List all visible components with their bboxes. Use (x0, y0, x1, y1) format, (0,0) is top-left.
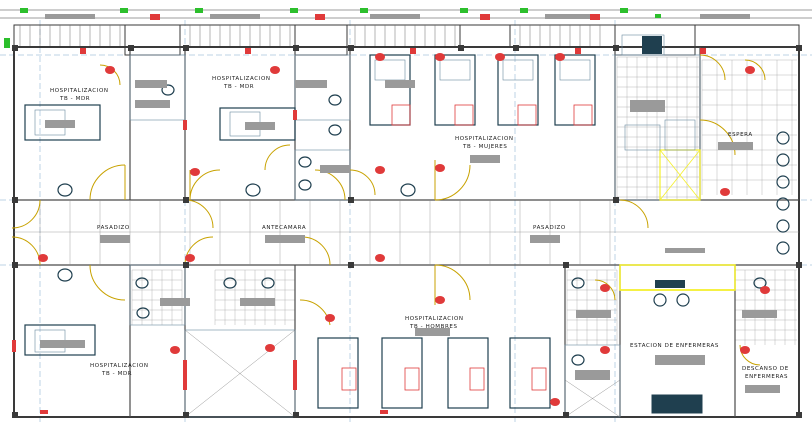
label-hosp-tb-mdr-2: HOSPITALIZACION (212, 76, 271, 82)
dimension-strip (0, 8, 812, 48)
label-hosp-hombres: HOSPITALIZACION (405, 316, 464, 322)
label-estacion: ESTACION DE ENFERMERAS (630, 343, 719, 349)
label-pasadizo-2: PASADIZO (533, 225, 566, 231)
room-labels: HOSPITALIZACION TB - MDR HOSPITALIZACION… (50, 76, 789, 380)
nurse-counter (619, 149, 736, 291)
columns (12, 45, 802, 418)
tile-patterns (131, 56, 797, 345)
waiting-chairs (776, 131, 790, 255)
label-hosp-tb-mdr-3: HOSPITALIZACION (90, 363, 149, 369)
label-hosp-mujeres-sub: TB - MUJERES (462, 144, 507, 150)
door-swings (11, 54, 766, 366)
label-descanso-sub: ENFERMERAS (745, 374, 788, 380)
south-partitions (129, 264, 736, 418)
door-tags (12, 48, 706, 414)
beds-north (369, 54, 596, 126)
label-antecamara: ANTECAMARA (262, 225, 306, 231)
label-hosp-mujeres: HOSPITALIZACION (455, 136, 514, 142)
label-espera: ESPERA (728, 132, 753, 138)
label-hosp-tb-mdr-3-sub: TB - MDR (101, 371, 132, 377)
label-descanso: DESCANSO DE (742, 366, 789, 372)
label-hosp-tb-mdr-1-sub: TB - MDR (59, 96, 90, 102)
room-tags (40, 80, 780, 393)
fixture-markers (38, 53, 770, 406)
label-hosp-tb-mdr-1: HOSPITALIZACION (50, 88, 109, 94)
label-hosp-tb-mdr-2-sub: TB - MDR (223, 84, 254, 90)
north-partitions (129, 47, 701, 201)
label-pasadizo-1: PASADIZO (97, 225, 130, 231)
corridor-tiles (14, 200, 799, 265)
sanitary-fixtures (57, 84, 767, 366)
beds-south (317, 337, 551, 409)
room-furniture (24, 34, 703, 414)
label-hosp-hombres-sub: TB - HOMBRES (409, 324, 458, 330)
